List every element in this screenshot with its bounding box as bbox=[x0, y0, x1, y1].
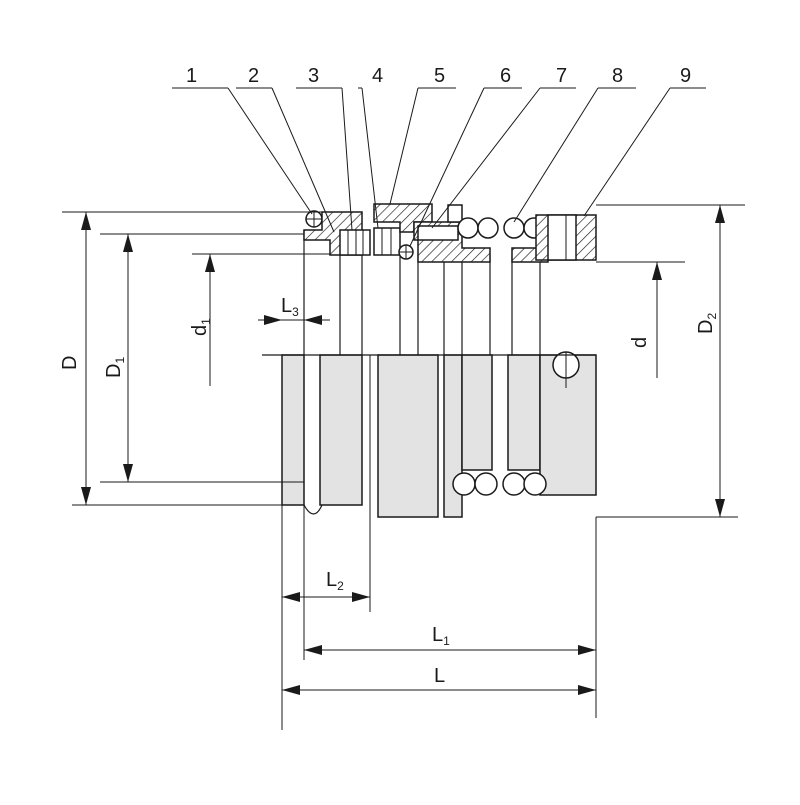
dim-label-L1: L1 bbox=[432, 624, 450, 648]
part-labels: 1 2 3 4 5 6 7 8 9 bbox=[186, 65, 691, 87]
dimension-lines bbox=[62, 204, 745, 730]
part-number-label: 1 bbox=[186, 65, 197, 87]
dim-label-d: d bbox=[629, 337, 651, 348]
dim-label-L3: L3 bbox=[281, 295, 299, 319]
dim-label-D1: D1 bbox=[103, 357, 127, 378]
part-number-label: 2 bbox=[248, 65, 259, 87]
part-number-label: 7 bbox=[556, 65, 567, 87]
part-number-label: 5 bbox=[434, 65, 445, 87]
part-number-label: 4 bbox=[372, 65, 383, 87]
leader-lines bbox=[172, 87, 706, 247]
part-number-label: 6 bbox=[500, 65, 511, 87]
part-number-label: 9 bbox=[680, 65, 691, 87]
dim-label-L2: L2 bbox=[326, 569, 344, 593]
arrowheads bbox=[81, 205, 725, 695]
dim-label-d1: d1 bbox=[189, 318, 213, 336]
part-number-label: 8 bbox=[612, 65, 623, 87]
dim-label-D: D bbox=[59, 356, 81, 370]
dimension-labels: D D1 d1 d D2 L3 L2 L1 L bbox=[59, 295, 719, 687]
dim-label-L: L bbox=[434, 665, 445, 687]
part-number-label: 3 bbox=[308, 65, 319, 87]
upper-section bbox=[262, 203, 597, 356]
dim-label-D2: D2 bbox=[695, 313, 719, 334]
lower-body bbox=[281, 351, 597, 518]
